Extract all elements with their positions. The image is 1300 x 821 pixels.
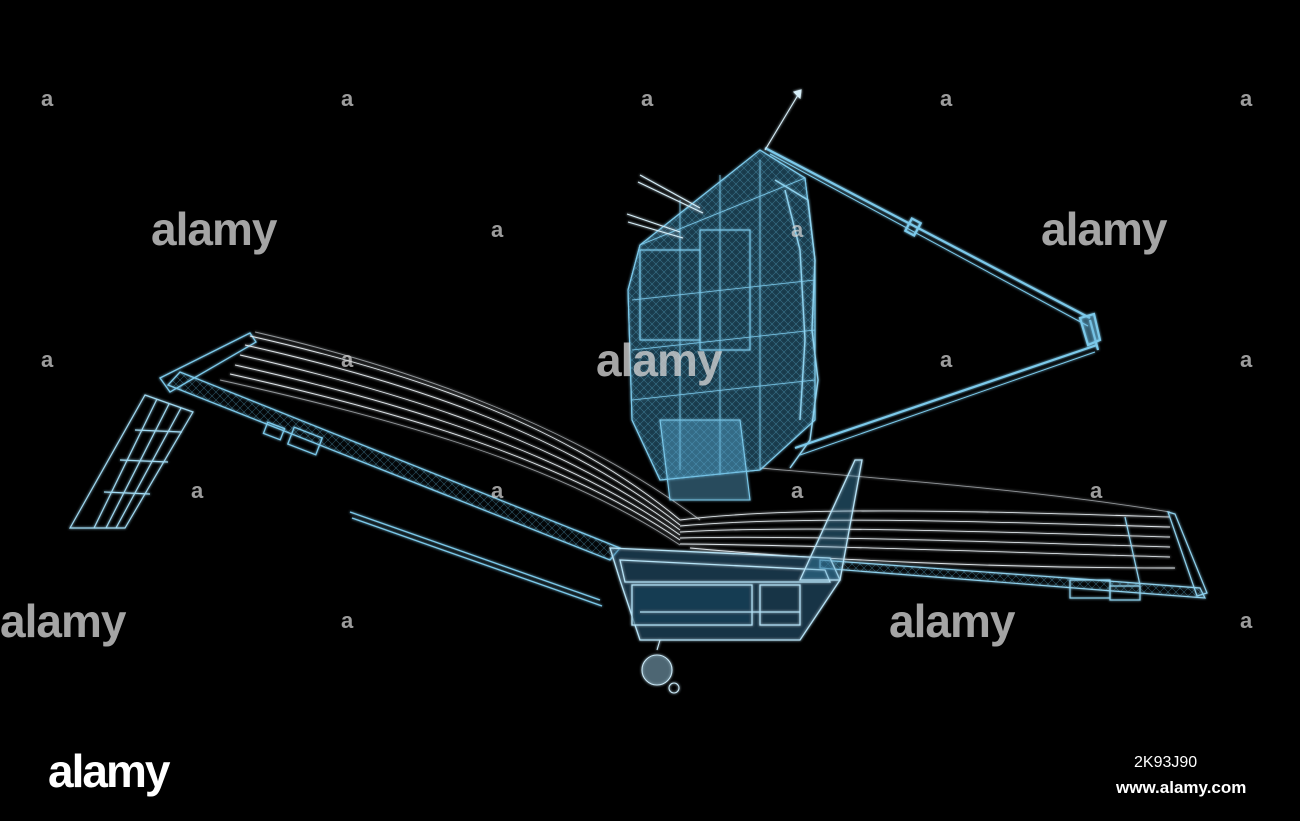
watermark-word: alamy	[889, 595, 1015, 647]
watermark-letter: a	[191, 478, 204, 503]
primary-mirror-edge	[774, 179, 819, 469]
spacecraft-bus	[609, 459, 863, 641]
image-id: 2K93J90	[1134, 754, 1198, 771]
watermark-letter: a	[41, 86, 54, 111]
watermark-letter: a	[1240, 347, 1253, 372]
watermark-letter: a	[641, 86, 654, 111]
sunshield-layers-right	[679, 467, 1176, 569]
watermark-letter: a	[791, 217, 804, 242]
watermark-letter: a	[791, 478, 804, 503]
watermark-word: alamy	[596, 334, 722, 386]
secondary-mirror-struts	[764, 147, 1102, 456]
watermark-letter: a	[341, 608, 354, 633]
watermark-letter: a	[940, 86, 953, 111]
antenna-sphere	[641, 639, 680, 694]
sunshield-layers-left	[219, 331, 701, 546]
watermark-letter: a	[491, 478, 504, 503]
solar-panel	[68, 394, 194, 529]
left-sunshield-boom	[159, 332, 622, 607]
watermark-letter: a	[1090, 478, 1103, 503]
watermark-word: alamy	[0, 595, 126, 647]
watermark-letter: a	[1240, 608, 1253, 633]
watermark-letter: a	[1240, 86, 1253, 111]
watermark-letter: a	[940, 347, 953, 372]
top-antennas	[626, 89, 802, 239]
watermark-letter: a	[41, 347, 54, 372]
alamy-logo: alamy	[48, 745, 170, 797]
watermark-word: alamy	[1041, 203, 1167, 255]
telescope-backplane	[627, 149, 816, 501]
watermark-letter: a	[491, 217, 504, 242]
watermark-letter: a	[341, 347, 354, 372]
watermark-letter: a	[341, 86, 354, 111]
watermark-word: alamy	[151, 203, 277, 255]
site-url: www.alamy.com	[1116, 778, 1247, 797]
